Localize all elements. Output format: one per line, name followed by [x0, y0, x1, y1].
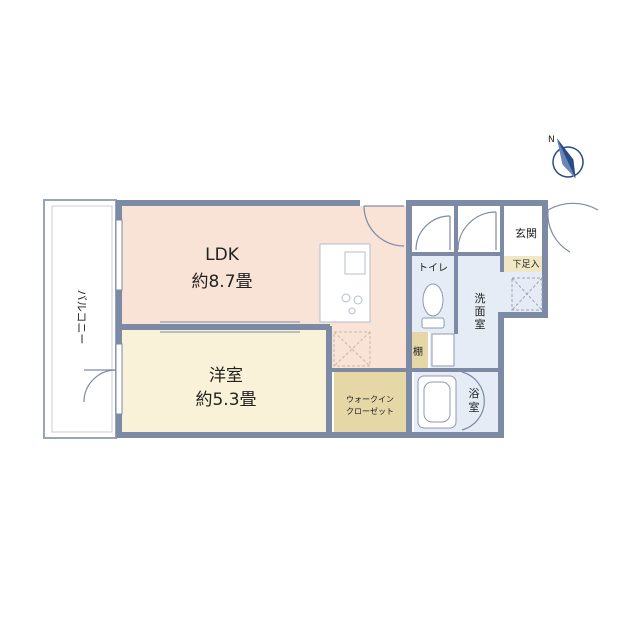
kitchen-sink-icon: [344, 251, 366, 275]
washroom-label-1: 洗: [475, 292, 486, 305]
bathtub-icon: [417, 375, 457, 429]
ldk-area: 約8.7畳: [191, 272, 252, 292]
fridge-space: [333, 331, 371, 367]
entrance: [504, 206, 546, 256]
balcony-label: バルコニー: [75, 290, 88, 345]
wic-label-1: ウォークイン: [346, 395, 394, 404]
compass-icon: [552, 138, 584, 179]
shelf-label: 棚: [413, 345, 423, 358]
ldk-name: LDK: [205, 245, 240, 265]
toilet-label: トイレ: [418, 263, 448, 274]
shelf: [408, 332, 428, 368]
toilet-icon: [421, 283, 445, 329]
door-swings: [83, 202, 599, 431]
entrance-label: 玄関: [515, 226, 537, 240]
bath-label-2: 室: [469, 400, 480, 414]
western-area: 約5.3畳: [195, 390, 256, 410]
walk-in-closet: [334, 370, 406, 432]
western-name: 洋室: [209, 366, 243, 386]
entrance-corridor-opening: [360, 200, 406, 206]
washer-space: [511, 277, 543, 311]
stove-icon: [341, 293, 363, 315]
kitchen: [319, 243, 371, 367]
western-room: [122, 330, 328, 432]
sliding-doors: [160, 321, 331, 420]
walls: [116, 200, 548, 438]
washbasin-icon: [431, 333, 455, 367]
shoe-box-label: 下足入: [512, 259, 539, 270]
shoe-box: [504, 256, 546, 272]
wic-label-2: クローゼット: [346, 406, 394, 416]
balcony: [43, 199, 117, 439]
bath-label-1: 浴: [469, 387, 480, 400]
washroom-label-3: 室: [475, 317, 486, 331]
washroom-label-2: 面: [475, 305, 486, 318]
windows: [115, 219, 123, 415]
compass-north-label: N: [548, 135, 555, 145]
